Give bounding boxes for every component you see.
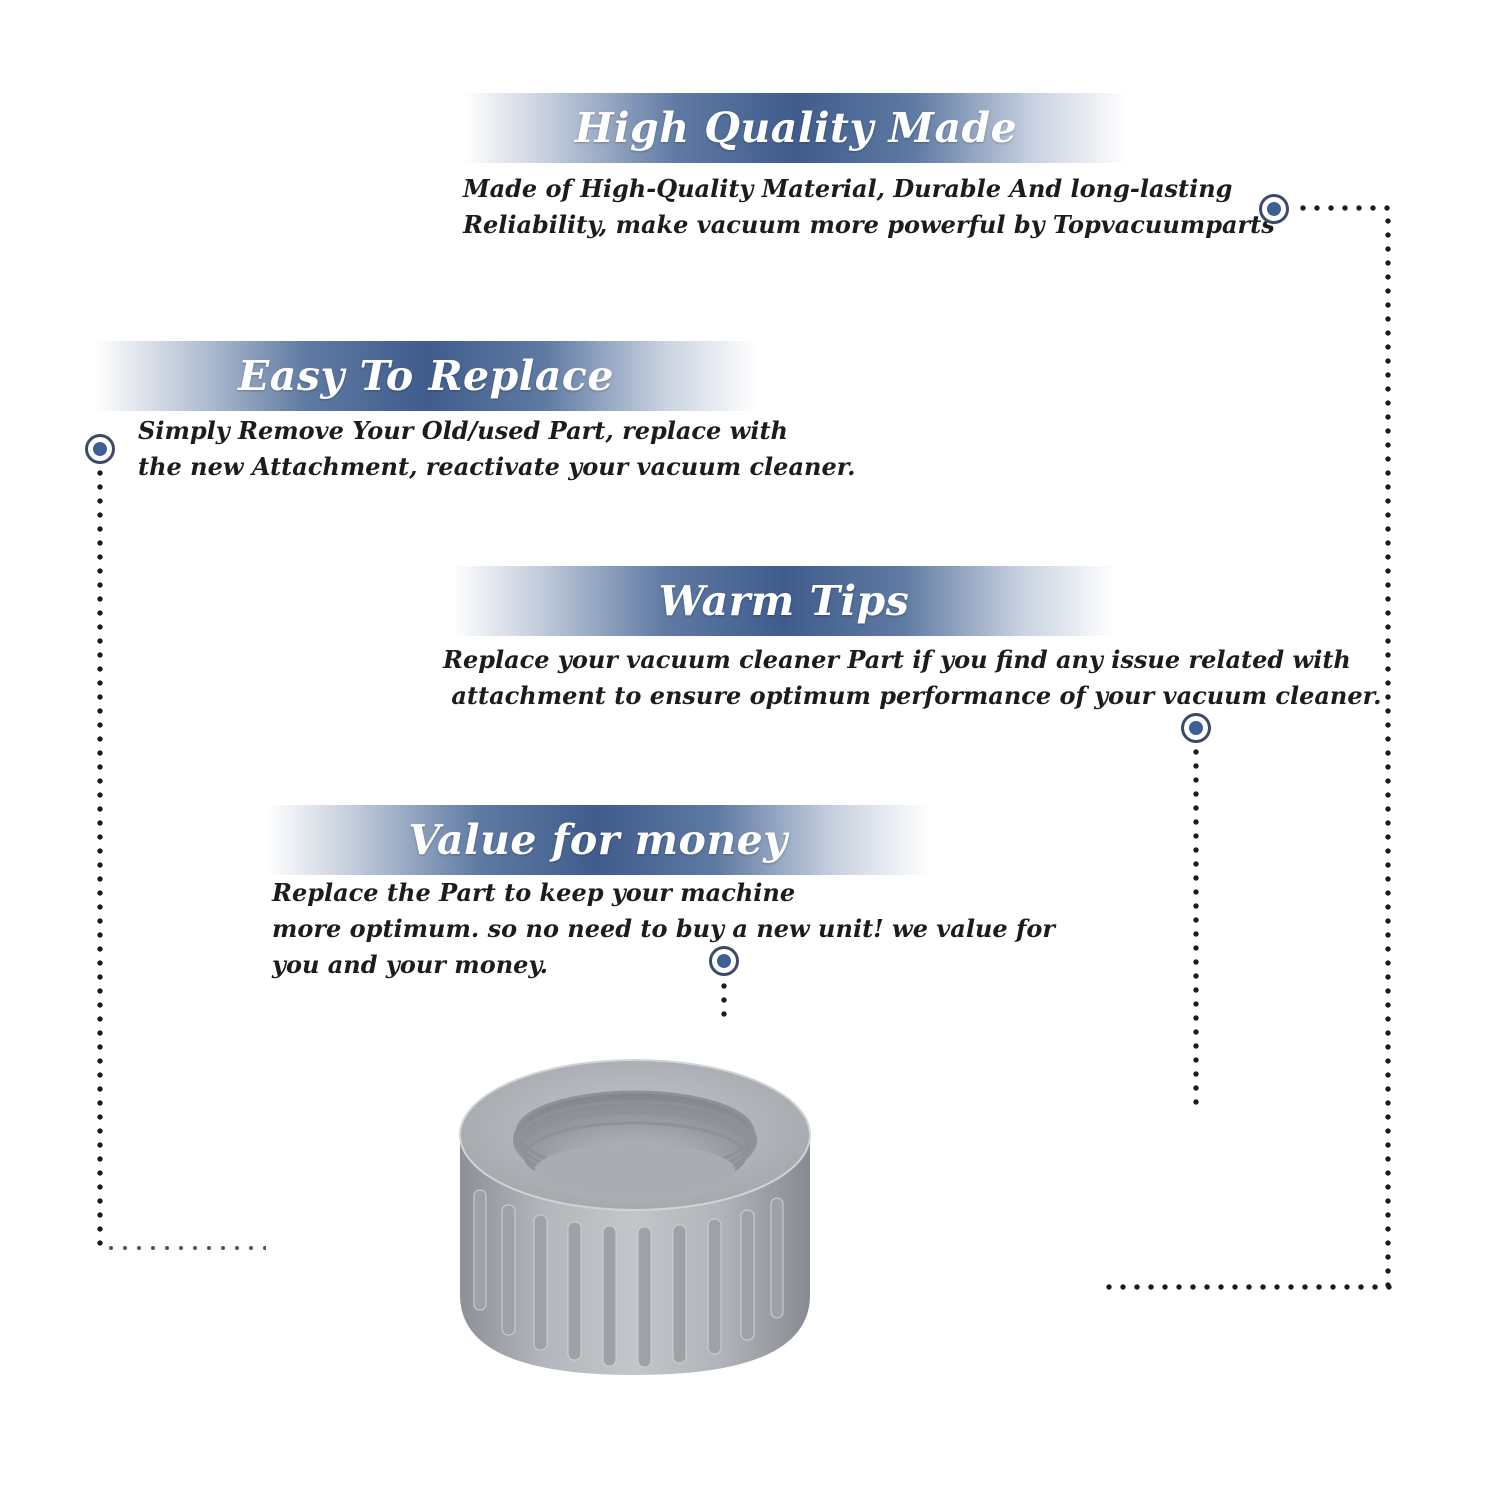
description-value-for-money: Replace the Part to keep your machine mo…: [272, 878, 1055, 979]
dotted-connector-line: [721, 979, 727, 1017]
dotted-connector-line: [97, 466, 103, 1252]
heading-value-for-money: Value for money: [408, 816, 788, 864]
bullet-marker-icon: [709, 946, 739, 976]
description-high-quality-made: Made of High-Quality Material, Durable A…: [463, 174, 1275, 239]
dotted-connector-line: [1102, 1284, 1392, 1290]
description-easy-to-replace: Simply Remove Your Old/used Part, replac…: [138, 416, 856, 481]
description-warm-tips: Replace your vacuum cleaner Part if you …: [443, 645, 1382, 710]
banner-high-quality-made: High Quality Made: [465, 93, 1127, 163]
bullet-marker-icon: [85, 434, 115, 464]
threaded-cap-nut-image: [459, 1059, 811, 1375]
dotted-connector-line: [104, 1245, 266, 1251]
dotted-connector-line: [1193, 745, 1199, 1109]
banner-warm-tips: Warm Tips: [453, 566, 1115, 636]
dotted-connector-line: [1296, 205, 1392, 211]
heading-high-quality-made: High Quality Made: [574, 104, 1018, 152]
dotted-connector-line: [1385, 214, 1391, 1292]
bullet-marker-icon: [1181, 713, 1211, 743]
heading-warm-tips: Warm Tips: [658, 577, 910, 625]
bullet-marker-icon: [1259, 194, 1289, 224]
banner-value-for-money: Value for money: [267, 805, 929, 875]
heading-easy-to-replace: Easy To Replace: [238, 352, 614, 400]
banner-easy-to-replace: Easy To Replace: [95, 341, 757, 411]
